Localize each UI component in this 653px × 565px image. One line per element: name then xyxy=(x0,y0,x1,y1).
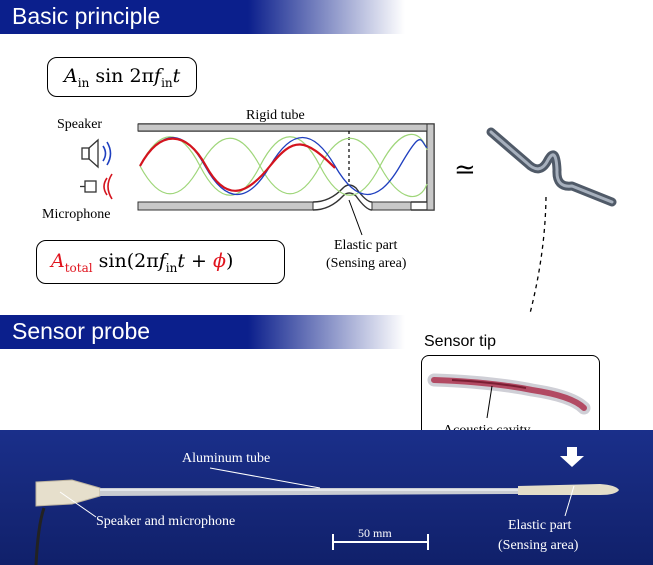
sensor-tip-image xyxy=(427,373,591,419)
speaker-icon xyxy=(81,138,112,169)
sensing-area-label: (Sensing area) xyxy=(326,256,407,271)
microphone-label: Microphone xyxy=(42,207,111,222)
sensing-area-photo-label: (Sensing area) xyxy=(498,538,579,553)
output-formula-bubble: Atotal sin(2πfint + ϕ) xyxy=(36,240,285,284)
rigid-tube-label: Rigid tube xyxy=(246,108,305,123)
input-formula-bubble: Ain sin 2πfint xyxy=(47,57,197,97)
scale-bar-label: 50 mm xyxy=(358,526,392,540)
speaker-label: Speaker xyxy=(57,117,103,132)
input-formula: Ain sin 2πfint xyxy=(64,65,181,90)
microphone-icon xyxy=(80,173,113,200)
section-title: Sensor probe xyxy=(12,318,151,344)
elastic-part-photo-label: Elastic part xyxy=(508,518,572,533)
principle-diagram: ≃ xyxy=(80,123,617,330)
probe-photo: Aluminum tube Speaker and microphone 50 … xyxy=(0,430,653,565)
aluminum-tube-label: Aluminum tube xyxy=(182,451,271,466)
elastic-part-label: Elastic part xyxy=(334,238,398,253)
dashed-arrow xyxy=(524,196,547,330)
speaker-mic-label: Speaker and microphone xyxy=(96,514,236,529)
section-banner-sensor-probe: Sensor probe xyxy=(0,315,653,349)
bent-tube-model-icon xyxy=(486,127,617,207)
sound-waves xyxy=(139,133,428,198)
rigid-tube xyxy=(137,123,435,236)
output-formula: Atotal sin(2πfint + ϕ) xyxy=(51,250,234,275)
section-banner-basic-principle: Basic principle xyxy=(0,0,653,34)
probe-image xyxy=(34,447,619,565)
section-title: Basic principle xyxy=(12,3,161,29)
approx-symbol: ≃ xyxy=(454,155,476,185)
sensor-tip-inset: Acoustic cavity xyxy=(421,355,600,443)
sensor-tip-label: Sensor tip xyxy=(424,333,497,350)
